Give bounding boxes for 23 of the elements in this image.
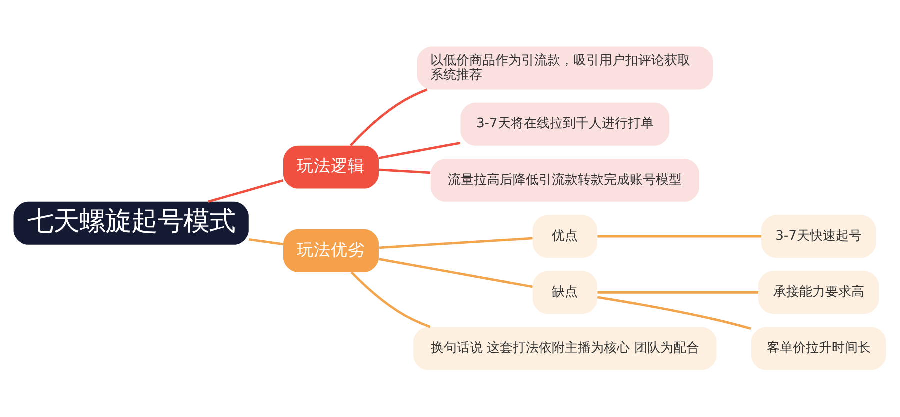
connector (598, 235, 762, 238)
node-box: 承接能力要求高 (758, 271, 880, 314)
connector (598, 291, 758, 294)
node-box: 七天螺旋起号模式 (14, 202, 249, 245)
node-box: 3-7天快速起号 (762, 215, 876, 258)
node-box: 玩法逻辑 (284, 146, 379, 189)
node-box: 3-7天将在线拉到千人进行打单 (460, 102, 670, 146)
node-box: 优点 (532, 215, 598, 258)
node-box: 换句话说 这套打法依附主播为核心 团队为配合 (414, 327, 717, 370)
connector (379, 258, 533, 288)
connector (248, 238, 284, 246)
node-box: 客单价拉升时间长 (751, 327, 886, 370)
connector (350, 272, 431, 328)
connector (379, 237, 533, 250)
node-box: 缺点 (532, 271, 598, 314)
connector (597, 296, 752, 330)
connector (350, 88, 428, 146)
node-box: 玩法优劣 (284, 229, 379, 272)
node-box: 以低价商品作为引流款，吸引用户扣评论获取系统推荐 (417, 46, 714, 90)
node-box: 流量拉高后降低引流款转款完成账号模型 (430, 158, 700, 202)
connector (208, 179, 284, 204)
connector (378, 142, 461, 160)
connector (379, 168, 431, 174)
